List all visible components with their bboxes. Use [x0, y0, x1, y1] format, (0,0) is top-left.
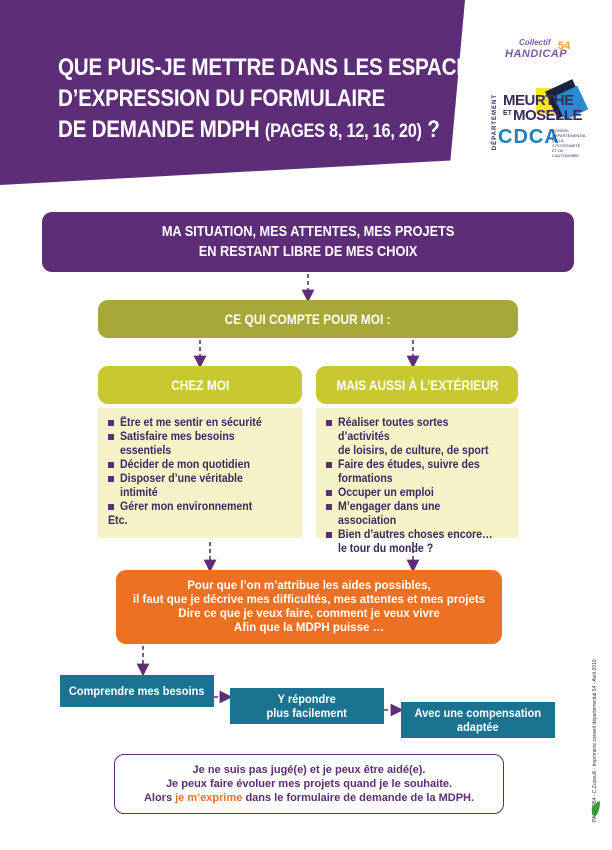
list-item: Occuper un emploi	[326, 486, 510, 500]
conclusion-highlight: je m’exprime	[175, 792, 243, 804]
departement-cdca-logo: DÉPARTEMENT MEURTHE ET MOSELLE CDCA CONS…	[492, 79, 592, 160]
bullet-icon	[108, 420, 114, 426]
list-item: Décider de mon quotidien	[108, 458, 294, 472]
comprendre-besoins-label: Comprendre mes besoins	[69, 684, 205, 698]
situation-box: MA SITUATION, MES ATTENTES, MES PROJETS …	[42, 212, 574, 272]
meurthe-label: MEURTHE	[503, 92, 574, 109]
situation-line-1: MA SITUATION, MES ATTENTES, MES PROJETS	[161, 223, 455, 240]
list-item: Bien d’autres choses encore…le tour du m…	[326, 528, 510, 556]
conclusion-line-3: Alors je m’exprime dans le formulaire de…	[144, 791, 474, 805]
title-line-1: QUE PUIS-JE METTRE DANS LES ESPACES	[58, 54, 484, 81]
bullet-icon	[326, 420, 332, 426]
bullet-icon	[108, 504, 114, 510]
exterieur-label: MAIS AUSSI À L’EXTÉRIEUR	[335, 377, 499, 393]
list-item: Disposer d’une véritable intimité	[108, 472, 294, 500]
conclusion-line-2: Je peux faire évoluer mes projets quand …	[165, 778, 453, 790]
bullet-icon	[326, 504, 332, 510]
bullet-icon	[108, 476, 114, 482]
bullet-icon	[326, 490, 332, 496]
compensation-line-1: Avec une compensation	[414, 706, 542, 720]
header-banner: QUE PUIS-JE METTRE DANS LES ESPACES D’EX…	[0, 0, 612, 200]
bullet-icon	[326, 532, 332, 538]
cdca-label: CDCA	[498, 126, 560, 148]
list-item: Satisfaire mes besoins essentiels	[108, 430, 294, 458]
title-question-mark: ?	[427, 116, 440, 143]
print-credit: PAO CD54 - C.Zucoulli - Imprimerie conse…	[592, 659, 598, 822]
conclusion-box: Je ne suis pas jugé(e) et je peux être a…	[114, 754, 504, 814]
title-line-3: DE DEMANDE MDPH (PAGES 8, 12, 16, 20) ?	[58, 114, 440, 147]
conclusion-line-1: Je ne suis pas jugé(e) et je peux être a…	[192, 764, 426, 776]
objectif-line-1: Pour que l’on m’attribue les aides possi…	[187, 580, 431, 592]
conclusion-pre: Alors	[143, 792, 176, 804]
collectif-number: 54	[558, 40, 571, 52]
collectif-handicap-logo: Collectif HANDICAP 54	[505, 36, 575, 70]
ce-qui-compte-box: CE QUI COMPTE POUR MOI :	[98, 300, 518, 338]
objectif-line-4: Afin que la MDPH puisse …	[233, 622, 385, 634]
handicap-label: HANDICAP	[505, 48, 568, 60]
objectif-line-2: il faut que je décrive mes difficultés, …	[132, 594, 486, 606]
objectif-line-3: Dire ce que je veux faire, comment je ve…	[178, 608, 440, 620]
objectif-box: Pour que l’on m’attribue les aides possi…	[116, 570, 502, 644]
compensation-box: Avec une compensation adaptée	[401, 702, 555, 738]
banner-shape	[0, 0, 612, 190]
repondre-line-2: plus facilement	[266, 706, 348, 720]
conclusion-post: dans le formulaire de demande de la MDPH…	[242, 792, 475, 804]
page-title: QUE PUIS-JE METTRE DANS LES ESPACES D’EX…	[58, 52, 484, 147]
leaf-icon	[591, 801, 600, 817]
list-item: Être et me sentir en sécurité	[108, 416, 294, 430]
list-etc: Etc.	[108, 515, 128, 527]
bullet-icon	[108, 462, 114, 468]
title-line-3-main: DE DEMANDE MDPH	[58, 116, 260, 143]
title-line-2: D’EXPRESSION DU FORMULAIRE	[58, 85, 386, 112]
bullet-icon	[326, 462, 332, 468]
chez-moi-list: Être et me sentir en sécurité Satisfaire…	[98, 408, 302, 538]
et-label: ET	[503, 110, 512, 117]
situation-line-2: EN RESTANT LIBRE DE MES CHOIX	[198, 243, 418, 260]
comprendre-besoins-box: Comprendre mes besoins	[60, 675, 214, 707]
chez-moi-box: CHEZ MOI	[98, 366, 302, 404]
cdca-subtitle: CONSEIL DÉPARTEMENTAL DE LA CITOYENNETÉ …	[552, 128, 587, 158]
moselle-label: MOSELLE	[513, 107, 583, 124]
list-item: Gérer mon environnement	[108, 500, 294, 514]
exterieur-box: MAIS AUSSI À L’EXTÉRIEUR	[316, 366, 518, 404]
title-pages: (PAGES 8, 12, 16, 20)	[264, 121, 422, 142]
repondre-line-1: Y répondre	[277, 692, 337, 706]
list-item: M’engager dans une association	[326, 500, 510, 528]
chez-moi-label: CHEZ MOI	[170, 377, 230, 393]
bullet-icon	[108, 434, 114, 440]
collectif-label: Collectif	[519, 38, 551, 47]
repondre-box: Y répondre plus facilement	[230, 688, 384, 724]
compensation-line-2: adaptée	[457, 720, 499, 734]
ce-qui-compte-label: CE QUI COMPTE POUR MOI :	[225, 311, 391, 327]
